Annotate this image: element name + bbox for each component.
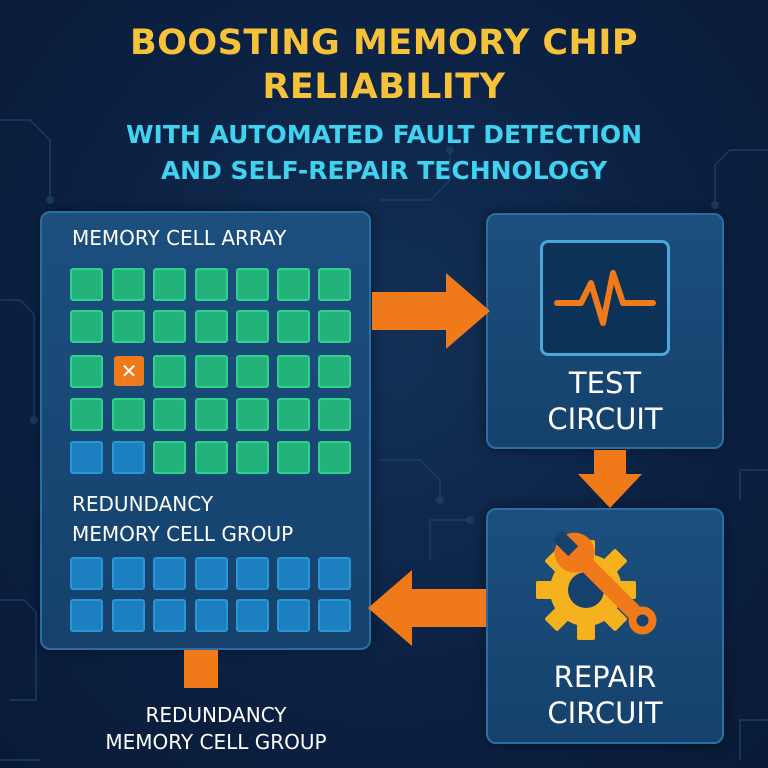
redundancy-cell xyxy=(277,557,310,590)
memory-cell xyxy=(277,310,310,343)
memory-cell xyxy=(153,398,186,431)
connector-to-bottom-label xyxy=(184,650,218,688)
arrow-array-to-test xyxy=(372,273,490,349)
memory-cell xyxy=(318,441,351,474)
memory-cell xyxy=(277,268,310,301)
page-title-line-2: RELIABILITY xyxy=(262,67,506,107)
test-circuit-label-line-2: CIRCUIT xyxy=(547,402,663,436)
repair-circuit-panel xyxy=(486,508,724,744)
memory-cell xyxy=(277,441,310,474)
memory-cell xyxy=(153,310,186,343)
page-subtitle-line-2: AND SELF-REPAIR TECHNOLOGY xyxy=(160,156,608,185)
memory-cell xyxy=(236,355,269,388)
waveform-monitor-icon xyxy=(540,240,670,356)
redundancy-group-label-line-1: REDUNDANCY xyxy=(72,492,214,516)
redundancy-cell xyxy=(153,599,186,632)
redundancy-cell xyxy=(318,599,351,632)
memory-cell xyxy=(70,310,103,343)
redundancy-cell xyxy=(70,557,103,590)
memory-cell xyxy=(277,398,310,431)
redundancy-cell xyxy=(112,557,145,590)
memory-cell xyxy=(318,268,351,301)
memory-cell xyxy=(236,310,269,343)
memory-cell xyxy=(112,310,145,343)
redundancy-cell xyxy=(236,599,269,632)
test-circuit-label-line-1: TEST xyxy=(568,366,642,400)
memory-cell xyxy=(70,268,103,301)
gear-wrench-icon xyxy=(536,530,657,640)
memory-cell xyxy=(70,398,103,431)
memory-cell xyxy=(236,398,269,431)
page-subtitle-line-1: WITH AUTOMATED FAULT DETECTION xyxy=(125,120,643,149)
memory-cell xyxy=(70,355,103,388)
memory-cell xyxy=(112,398,145,431)
arrow-repair-to-redundancy xyxy=(368,570,486,646)
memory-cell xyxy=(277,355,310,388)
redundancy-cell xyxy=(195,599,228,632)
redundancy-group-label-line-2: MEMORY CELL GROUP xyxy=(72,522,294,546)
memory-cell xyxy=(195,355,228,388)
memory-cell xyxy=(112,441,145,474)
bottom-redundancy-label-line-1: REDUNDANCY xyxy=(145,703,287,727)
memory-cell xyxy=(236,268,269,301)
memory-cell xyxy=(153,268,186,301)
page-title-line-1: BOOSTING MEMORY CHIP xyxy=(129,23,639,63)
redundancy-cell xyxy=(70,599,103,632)
arrow-test-to-repair xyxy=(578,450,642,508)
memory-cell xyxy=(195,441,228,474)
redundancy-cell xyxy=(112,599,145,632)
memory-cell xyxy=(70,441,103,474)
fault-cell-marker-icon: ✕ xyxy=(114,356,144,386)
redundancy-cell xyxy=(153,557,186,590)
memory-cell-array-label: MEMORY CELL ARRAY xyxy=(72,226,287,250)
bottom-redundancy-label-line-2: MEMORY CELL GROUP xyxy=(105,730,327,754)
memory-cell xyxy=(318,398,351,431)
memory-cell xyxy=(195,310,228,343)
memory-cell xyxy=(195,268,228,301)
redundancy-cell xyxy=(277,599,310,632)
repair-circuit-label-line-2: CIRCUIT xyxy=(547,696,663,730)
memory-cell xyxy=(195,398,228,431)
redundancy-cell xyxy=(236,557,269,590)
memory-cell xyxy=(153,355,186,388)
redundancy-cell xyxy=(318,557,351,590)
memory-cell xyxy=(318,310,351,343)
memory-cell xyxy=(153,441,186,474)
memory-cell xyxy=(318,355,351,388)
repair-circuit-label-line-1: REPAIR xyxy=(553,660,657,694)
memory-cell xyxy=(236,441,269,474)
memory-cell xyxy=(112,268,145,301)
redundancy-cell xyxy=(195,557,228,590)
